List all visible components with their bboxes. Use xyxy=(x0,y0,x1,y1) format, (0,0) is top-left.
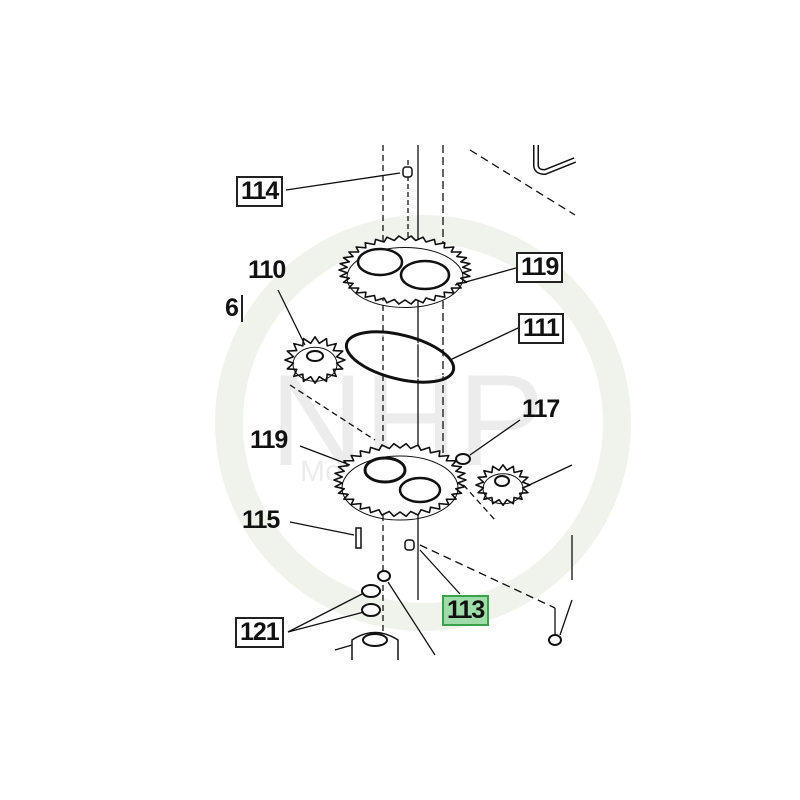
callout-114[interactable]: 114 xyxy=(236,176,284,207)
washer-121 xyxy=(361,584,381,598)
pipe-inner xyxy=(534,145,576,174)
axis-line xyxy=(419,544,556,609)
gear-bore xyxy=(356,247,404,277)
gear-bore xyxy=(399,259,451,291)
axis-line xyxy=(289,384,376,441)
axis-line xyxy=(559,599,573,636)
leader-114 xyxy=(285,172,401,191)
pin-113 xyxy=(404,539,415,551)
leader-113 xyxy=(419,549,461,595)
callout-119-top[interactable]: 119 xyxy=(516,252,564,283)
leader-115 xyxy=(289,521,355,536)
callout-110[interactable]: 110 xyxy=(248,256,286,284)
bolt-115 xyxy=(355,527,362,549)
gear-bore xyxy=(398,476,442,504)
gear-small-right-rim xyxy=(482,473,524,505)
gear-hub xyxy=(494,475,510,487)
gear-110-rim xyxy=(292,346,338,382)
leader-119-lower xyxy=(299,445,351,466)
washer-121 xyxy=(361,603,381,617)
gear-119-lower xyxy=(333,442,467,518)
leader-121 xyxy=(287,611,365,633)
leader-111 xyxy=(449,327,519,361)
nut xyxy=(377,570,391,582)
leader-121 xyxy=(287,592,365,633)
callout-121[interactable]: 121 xyxy=(235,617,284,648)
gasket-inner xyxy=(349,335,451,379)
axis-line xyxy=(469,149,576,216)
callout-113[interactable]: 113 xyxy=(442,595,490,626)
leader-right-gear xyxy=(524,464,573,488)
leader-117 xyxy=(469,419,521,456)
callout-119-lower[interactable]: 119 xyxy=(250,426,288,454)
gasket-111 xyxy=(344,330,456,384)
nut xyxy=(548,634,562,646)
bearing-bore xyxy=(362,633,388,647)
gear-bore xyxy=(363,456,407,484)
leader-nut xyxy=(387,581,436,656)
gear-119-top-rim xyxy=(346,247,464,308)
callout-6[interactable]: 6 xyxy=(223,295,243,322)
callout-117[interactable]: 117 xyxy=(522,395,560,423)
leader-bearing xyxy=(334,644,353,651)
gear-119-lower-rim xyxy=(341,455,459,521)
pin-114 xyxy=(402,166,413,178)
leader-110 xyxy=(277,289,306,346)
nut-117 xyxy=(455,453,471,465)
gear-hub xyxy=(306,350,324,362)
callout-115[interactable]: 115 xyxy=(242,506,280,534)
leader-119-top xyxy=(454,267,517,286)
callout-111[interactable]: 111 xyxy=(518,313,564,344)
